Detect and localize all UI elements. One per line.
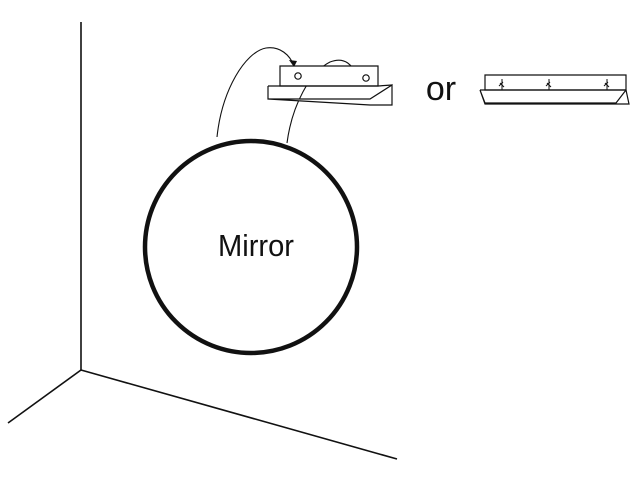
- alt-bracket-back-plate: [484, 74, 627, 91]
- screw-icon: [603, 79, 610, 90]
- floor-right-edge: [80, 369, 398, 460]
- bracket-lip-top: [268, 84, 393, 87]
- mirror-circle: [142, 138, 360, 356]
- room-corner: [7, 22, 398, 460]
- bracket-with-screws: [479, 74, 630, 105]
- floor-left-edge: [7, 369, 82, 424]
- alt-bracket-front-lip: [479, 88, 630, 105]
- left-hanging-arrow: [216, 47, 295, 138]
- mirror-label: Mirror: [218, 228, 294, 263]
- hanging-arrows: [216, 47, 358, 144]
- bracket-with-holes: [267, 65, 393, 106]
- left-arrowhead: [289, 60, 297, 67]
- round-mirror: Mirror: [142, 138, 360, 356]
- bracket-hole-right: [362, 74, 370, 82]
- screw-icon: [545, 79, 552, 90]
- alternative-label: or: [426, 70, 456, 108]
- bracket-hole-left: [294, 72, 302, 80]
- screw-icons: [498, 79, 610, 90]
- screw-icon: [498, 79, 505, 90]
- bracket-front-lip: [267, 83, 393, 106]
